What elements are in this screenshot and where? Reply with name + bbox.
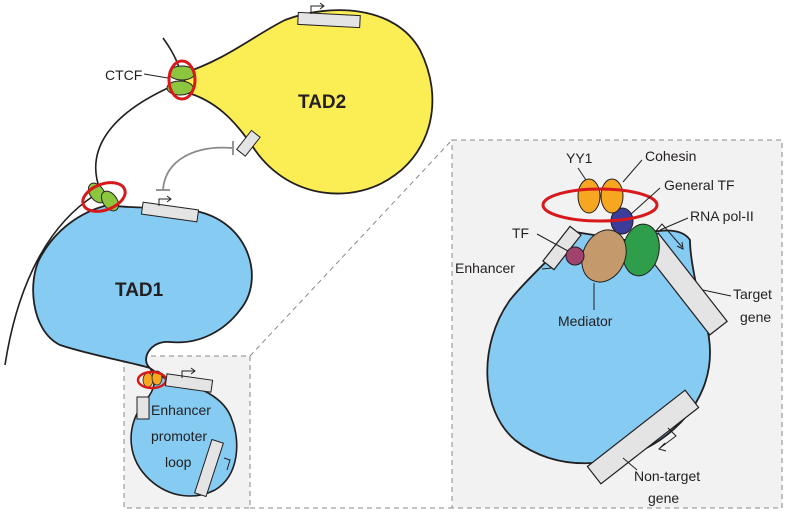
cohesin-pointer <box>622 159 643 183</box>
ctcf-left-cluster <box>81 181 127 213</box>
rna-pol-pointer <box>659 217 689 231</box>
chromatin-fiber-top <box>162 37 181 71</box>
large-nontarget-arrowhead-icon <box>658 442 667 452</box>
tf-label: TF <box>512 225 529 241</box>
large-target-arrow-icon <box>654 223 683 248</box>
target-gene-pointer <box>702 289 732 297</box>
loop-label-line1: Enhancer <box>151 402 211 418</box>
small-loop-nontarget-box <box>194 438 224 498</box>
chromatin-fiber-middle <box>95 87 169 191</box>
large-nontarget-gene-box <box>586 389 700 485</box>
small-loop-enhancer-box <box>136 396 150 420</box>
general-tf-pointer <box>630 187 661 215</box>
ctcf-top-cluster <box>166 59 197 101</box>
tf-pointer <box>536 233 569 252</box>
insulation-arc <box>162 146 233 191</box>
zoom-connector-top <box>249 139 453 357</box>
large-nontarget-arrow-icon <box>659 427 677 449</box>
tad1-gene-box <box>140 201 200 223</box>
ctcf-label: CTCF <box>105 67 142 83</box>
tad2-arrowhead-icon <box>319 2 325 10</box>
enhancer-label: Enhancer <box>455 260 515 276</box>
mediator-label: Mediator <box>558 313 613 329</box>
nontarget-label-line2: gene <box>648 490 679 506</box>
small-loop-arrowhead-icon <box>190 367 196 375</box>
loop-label-line2: promoter <box>151 428 207 444</box>
small-loop-gene-box <box>164 373 214 393</box>
rna-pol-label: RNA pol-II <box>690 208 754 224</box>
yy1-pointer <box>577 167 587 181</box>
ctcf-pointer <box>143 73 169 79</box>
yy1-left-shape <box>577 178 601 214</box>
large-target-arrowhead-icon <box>676 241 684 250</box>
target-label-line2: gene <box>740 309 771 325</box>
tad1-domain <box>32 204 253 369</box>
small-loop-nontarget-arrow-icon <box>223 457 231 471</box>
tad2-gene-box <box>297 11 361 29</box>
yy1-label: YY1 <box>566 150 593 166</box>
small-loop-arrow-icon <box>181 370 194 378</box>
enhancer-pointer <box>541 267 553 270</box>
nontarget-gene-pointer <box>622 457 638 471</box>
large-loop-domain <box>486 229 711 465</box>
tad1-arrowhead-icon <box>166 195 172 203</box>
target-label-line1: Target <box>733 286 772 302</box>
tf-shape <box>565 246 585 266</box>
cohesin-ring <box>541 187 659 223</box>
yy1-right-shape <box>600 178 624 214</box>
tad2-gene-arrow-icon <box>310 5 323 14</box>
cohesin-label: Cohesin <box>645 148 696 164</box>
general-tf-label: General TF <box>664 177 735 193</box>
tad1-label: TAD1 <box>115 280 164 301</box>
tad2-enhancer-box <box>235 129 261 157</box>
tad2-domain <box>183 9 434 195</box>
tad2-label: TAD2 <box>298 92 346 113</box>
chromatin-fiber-left <box>4 194 96 366</box>
tad1-gene-arrow-icon <box>158 198 170 206</box>
loop-label-line3: loop <box>165 454 192 470</box>
nontarget-label-line1: Non-target <box>634 468 700 484</box>
